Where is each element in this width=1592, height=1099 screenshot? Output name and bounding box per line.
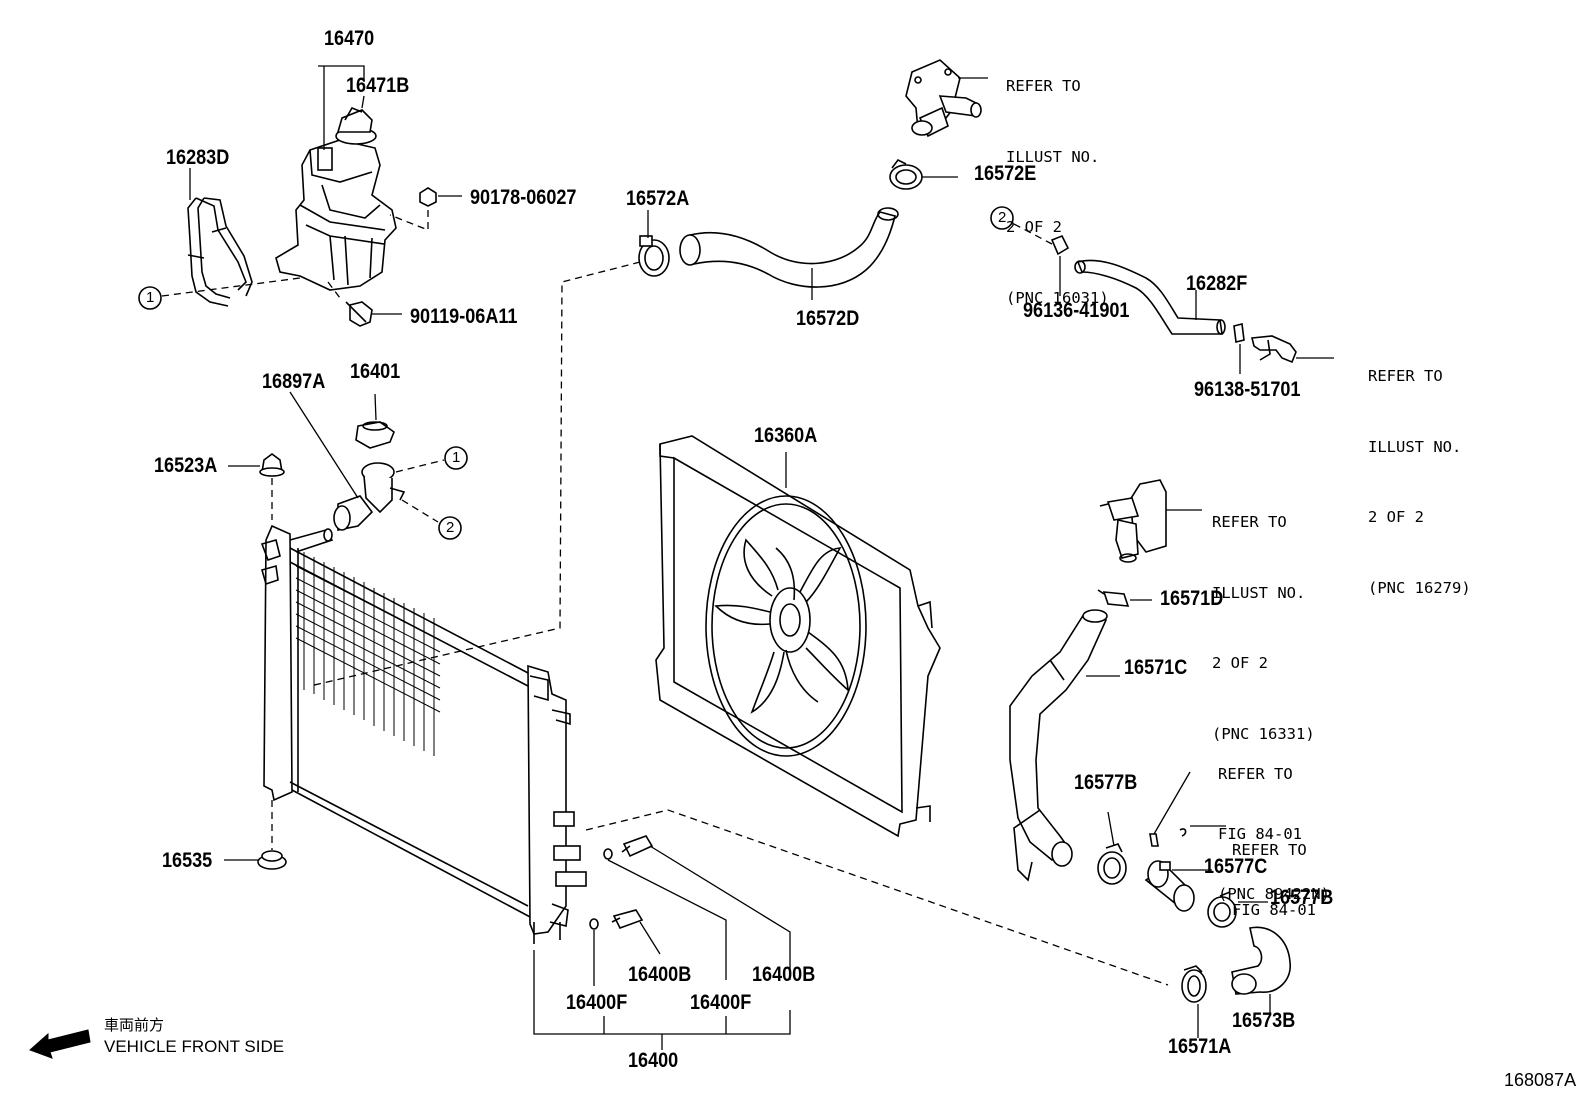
label-16470: 16470 xyxy=(324,27,375,50)
reserve-tank-drawing xyxy=(275,107,397,291)
label-16572e: 16572E xyxy=(974,162,1037,185)
hose-16571c-drawing xyxy=(1009,609,1108,882)
label-96136-41901: 96136-41901 xyxy=(1023,299,1130,322)
vehicle-front-label: VEHICLE FRONT SIDE xyxy=(104,1037,285,1056)
thermostat-housing-drawing xyxy=(905,59,982,138)
reference-note-pnc-16031: REFER TO ILLUST NO. 2 OF 2 (PNC 16031) xyxy=(1006,77,1109,307)
reference-note-pnc-89422n: REFER TO FIG 84-01 (PNC 89422N) xyxy=(1218,765,1330,903)
label-96138-51701: 96138-51701 xyxy=(1194,378,1301,401)
label-16523a: 16523A xyxy=(154,454,218,477)
label-16573b: 16573B xyxy=(1232,1009,1296,1032)
radiator-drawing xyxy=(260,524,587,944)
label-16897a: 16897A xyxy=(262,370,326,393)
reference-note-fig-84-01: REFER TO FIG 84-01 xyxy=(1232,841,1316,919)
water-inlet-drawing xyxy=(1099,479,1167,563)
label-16577b-upper: 16577B xyxy=(1074,771,1138,794)
label-16571d: 16571D xyxy=(1160,587,1224,610)
label-16400b-left: 16400B xyxy=(628,963,692,986)
label-16400f-right: 16400F xyxy=(690,991,752,1014)
label-16572d: 16572D xyxy=(796,307,860,330)
label-16400f-left: 16400F xyxy=(566,991,628,1014)
vehicle-front-label-jp: 車両前方 xyxy=(104,1016,165,1034)
label-16535: 16535 xyxy=(162,849,213,872)
clamp-16572a-drawing xyxy=(638,235,670,277)
arrow-left-icon xyxy=(29,1029,91,1059)
label-16282f: 16282F xyxy=(1186,272,1248,295)
label-16572a: 16572A xyxy=(626,187,690,210)
filler-neck-drawing xyxy=(333,462,406,531)
hose-16282f-drawing xyxy=(1074,259,1226,335)
label-90178-06027: 90178-06027 xyxy=(470,186,577,209)
label-90119-06a11: 90119-06A11 xyxy=(410,305,518,328)
label-16571c: 16571C xyxy=(1124,656,1188,679)
label-16471b: 16471B xyxy=(346,74,410,97)
label-16400b-right: 16400B xyxy=(752,963,816,986)
label-16577c: 16577C xyxy=(1204,855,1268,878)
reference-note-pnc-16279: REFER TO ILLUST NO. 2 OF 2 (PNC 16279) xyxy=(1368,367,1471,597)
label-16571a: 16571A xyxy=(1168,1035,1232,1058)
label-16283d: 16283D xyxy=(166,146,230,169)
label-16400: 16400 xyxy=(628,1049,679,1072)
callout-1-left: 1 xyxy=(146,289,155,306)
label-16401: 16401 xyxy=(350,360,401,383)
figure-id: 168087A xyxy=(1504,1070,1577,1090)
reference-note-pnc-16331: REFER TO ILLUST NO. 2 OF 2 (PNC 16331) xyxy=(1212,513,1315,743)
callout-1-right: 1 xyxy=(452,449,461,466)
callout-2-neck: 2 xyxy=(446,519,455,536)
hose-16283d-drawing xyxy=(187,197,253,307)
hose-16572d-drawing xyxy=(679,207,899,288)
callout-2-top: 2 xyxy=(998,209,1007,226)
label-16577b-lower: 16577B xyxy=(1270,886,1334,909)
label-16360a: 16360A xyxy=(754,424,818,447)
fan-shroud-drawing xyxy=(655,435,941,838)
